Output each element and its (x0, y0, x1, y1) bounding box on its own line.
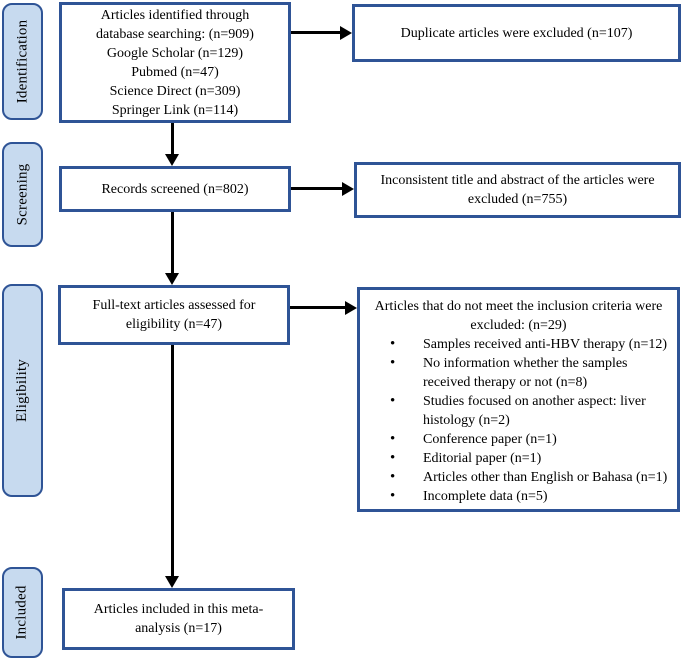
stage-label-screening: Screening (2, 142, 43, 247)
inclusion-criteria-excluded-box: Articles that do not meet the inclusion … (357, 287, 680, 512)
stage-label-included: Included (2, 567, 43, 658)
exclusion-reason-item: Studies focused on another aspect: liver… (360, 392, 677, 430)
included-articles-box: Articles included in this meta- analysis… (62, 588, 295, 650)
stage-label-text: Screening (14, 163, 30, 226)
box-text-line: Inconsistent title and abstract of the a… (380, 173, 655, 188)
exclusion-reason-item: No information whether the samples recei… (360, 354, 677, 392)
fulltext-assessed-box: Full-text articles assessed for eligibil… (58, 285, 290, 345)
exclusion-reason-item: Incomplete data (n=5) (360, 487, 677, 506)
exclusion-reason-list: Samples received anti-HBV therapy (n=12)… (360, 335, 677, 506)
stage-label-text: Included (14, 585, 31, 640)
arrow-line (171, 212, 174, 273)
inconsistent-excluded-box: Inconsistent title and abstract of the a… (354, 162, 681, 218)
arrow-head-icon (165, 576, 179, 588)
duplicates-excluded-box: Duplicate articles were excluded (n=107) (352, 4, 681, 62)
exclusion-reason-item: Conference paper (n=1) (360, 430, 677, 449)
arrow-line (171, 345, 174, 576)
arrow-head-icon (165, 273, 179, 285)
stage-label-text: Identification (14, 19, 31, 104)
box-text-line: eligibility (n=47) (125, 317, 223, 332)
box-text-line: Full-text articles assessed for (92, 298, 256, 313)
stage-label-identification: Identification (2, 3, 43, 120)
box-text-line: Springer Link (n=114) (111, 102, 239, 118)
box-text-line: Articles that do not meet the inclusion … (374, 299, 663, 314)
box-text-line: Science Direct (n=309) (109, 83, 241, 99)
arrow-head-icon (342, 182, 354, 196)
box-text-line: Pubmed (n=47) (131, 64, 219, 80)
arrow-head-icon (165, 154, 179, 166)
arrow-head-icon (340, 26, 352, 40)
arrow-line (290, 306, 345, 309)
arrow-line (291, 187, 342, 190)
records-screened-box: Records screened (n=802) (59, 166, 291, 212)
exclusion-reason-item: Samples received anti-HBV therapy (n=12) (360, 335, 677, 354)
box-text-line: excluded: (n=29) (470, 318, 567, 333)
box-text-line: database searching: (n=909) (96, 26, 254, 42)
arrow-head-icon (345, 301, 357, 315)
box-text-line: Google Scholar (n=129) (106, 45, 244, 61)
box-text-line: Duplicate articles were excluded (n=107) (400, 25, 633, 41)
box-text-line: Articles included in this meta- (93, 602, 264, 617)
arrow-line (291, 31, 341, 34)
exclusion-reason-item: Articles other than English or Bahasa (n… (360, 468, 677, 487)
box-text-line: Records screened (n=802) (101, 181, 249, 197)
box-text-line: excluded (n=755) (467, 192, 568, 207)
box-text-line: analysis (n=17) (135, 621, 222, 636)
stage-label-eligibility: Eligibility (2, 284, 43, 497)
exclusion-reason-item: Editorial paper (n=1) (360, 449, 677, 468)
stage-label-text: Eligibility (14, 358, 31, 423)
identified-articles-box: Articles identified through database sea… (59, 2, 291, 123)
box-text-line: Articles identified through (100, 7, 250, 23)
arrow-line (171, 123, 174, 154)
